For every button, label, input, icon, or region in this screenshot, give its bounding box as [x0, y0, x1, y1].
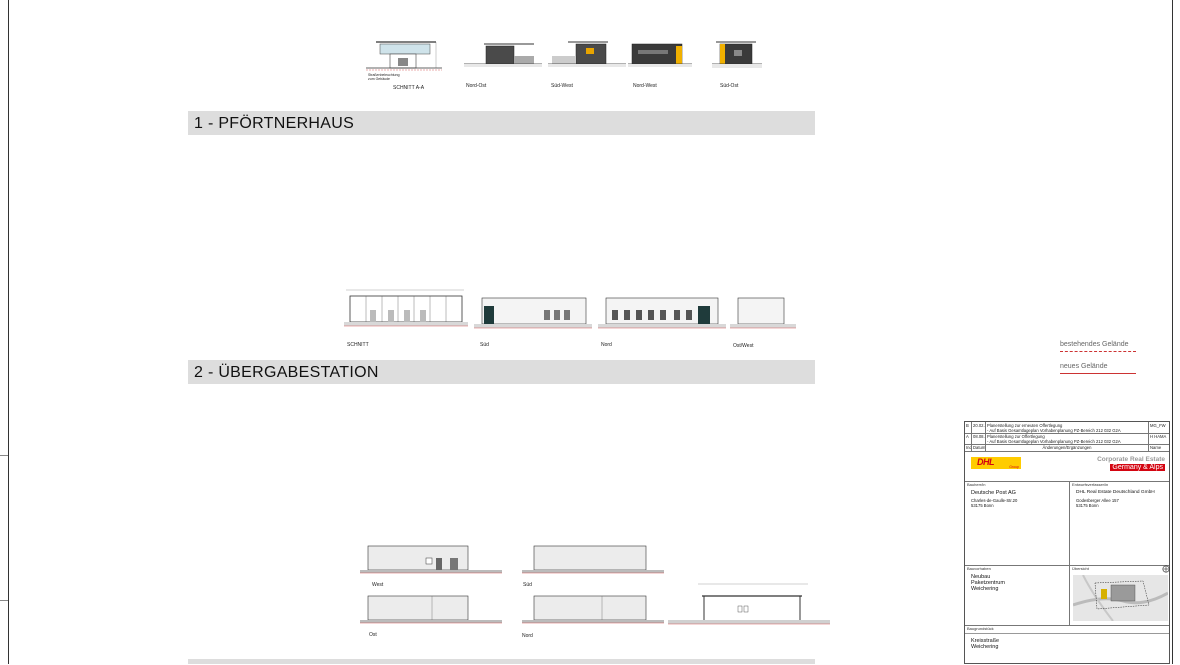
- entwurf-street: Godesberger Allee 157: [1076, 498, 1119, 503]
- view-label: Süd-Ost: [720, 83, 739, 89]
- uebersicht-label: Übersicht: [1072, 566, 1089, 571]
- dhl-logo-subtext: Group: [1009, 465, 1019, 469]
- rev-index: B: [965, 422, 972, 433]
- pfoertnerhaus-section-drawing: [366, 41, 442, 71]
- entwurf-name: DHL Real Estate Deutschland GmbH: [1076, 490, 1155, 495]
- revision-header-row: Index Datum Änderungen/Ergänzungen Name: [965, 444, 1169, 452]
- pfoertnerhaus-elevation-nordwest: [628, 43, 692, 67]
- uebergabestation-elevation-ostwest: [730, 297, 796, 329]
- building3-elevation-sued: [522, 545, 664, 574]
- view-label: Nord-Ost: [466, 83, 487, 89]
- view-label: Ost/West: [733, 343, 754, 349]
- legend-existing-line: [1060, 351, 1136, 352]
- view-label: Süd-West: [551, 83, 573, 89]
- rev-text: Planerstellung zur Offertlegung: [987, 433, 1045, 439]
- rev-date: 08.08.23: [972, 433, 986, 444]
- cre-subtitle: Germany & Alps: [1110, 464, 1165, 471]
- sheet-border-right: [1172, 0, 1173, 664]
- header-changes: Änderungen/Ergänzungen: [986, 444, 1149, 451]
- pfoertnerhaus-elevation-suedost: [712, 41, 762, 68]
- bauherr-city: 53175 Bonn: [971, 503, 994, 508]
- logo-row: DHL Group Corporate Real Estate Germany …: [965, 451, 1169, 482]
- pfoertnerhaus-elevation-nordost: [464, 43, 542, 67]
- fold-mark: [0, 455, 8, 456]
- cre-title: Corporate Real Estate: [1097, 456, 1165, 463]
- grundstueck-label: Baugrundstück: [967, 626, 994, 631]
- north-arrow-icon: [1162, 565, 1170, 573]
- view-label: West: [372, 582, 384, 588]
- rev-date: 20.02.24: [972, 422, 986, 433]
- bauherr-label: Bauherr/in: [967, 482, 986, 487]
- building3-section: [668, 583, 830, 625]
- building3-elevation-ost: [360, 595, 502, 624]
- title-block: B 20.02.24 Planerstellung zur erneuten O…: [964, 421, 1170, 664]
- rev-index: A: [965, 433, 972, 444]
- dhl-logo: DHL Group: [971, 457, 1021, 469]
- view-label: Ost: [369, 632, 377, 638]
- project-row: Bauvorhaben Neubau Paketzentrum Weicheri…: [965, 565, 1170, 626]
- section-title: 1 - PFÖRTNERHAUS: [194, 115, 355, 132]
- sheet-border-left: [8, 0, 9, 664]
- view-label: SCHNITT A-A: [393, 85, 425, 91]
- entwurf-label: Entwurfsverfasser/in: [1072, 482, 1109, 487]
- site-overview-map: [1073, 575, 1168, 621]
- header-index: Index: [966, 444, 972, 451]
- header-name: Name: [1150, 444, 1162, 450]
- plot-row: Baugrundstück Kreisstraße Weichering: [965, 625, 1169, 665]
- entwurf-city: 53175 Bonn: [1076, 503, 1099, 508]
- vorhaben-line1: Neubau: [971, 574, 991, 580]
- vorhaben-label: Bauvorhaben: [967, 566, 991, 571]
- revision-row: A 08.08.23 Planerstellung zur Offertlegu…: [965, 433, 1169, 445]
- vorhaben-line2: Paketzentrum: [971, 580, 1005, 586]
- pfoertnerhaus-elevation-suedwest: [548, 41, 626, 67]
- building3-elevation-west: [360, 545, 502, 574]
- view-label: Süd: [480, 342, 489, 348]
- vorhaben-line3: Weichering: [971, 586, 999, 592]
- rev-text-detail: - Auf Basis Gesamtlageplan Vorhabenplanu…: [987, 438, 1121, 444]
- view-label: SCHNITT: [347, 342, 369, 348]
- legend-new-terrain: neues Gelände: [1060, 363, 1108, 370]
- bauherr-name: Deutsche Post AG: [971, 490, 1016, 496]
- view-label: Nord: [601, 342, 612, 348]
- legend-existing-terrain: bestehendes Gelände: [1060, 341, 1129, 348]
- plot-divider: [965, 633, 1169, 634]
- rev-name: MG_FW: [1150, 422, 1166, 428]
- section-title: 2 - ÜBERGABESTATION: [194, 364, 379, 381]
- rev-text-detail: - Auf Basis Gesamtlageplan Vorhabenplanu…: [987, 427, 1121, 433]
- view-label: Nord: [522, 633, 533, 639]
- fold-mark: [0, 600, 8, 601]
- bauherr-street: Charles-de-Gaulle-Str.20: [971, 498, 1018, 503]
- uebergabestation-section-drawing: [344, 289, 468, 327]
- building3-elevation-nord: [522, 595, 664, 624]
- view-label: Nord-West: [633, 83, 657, 89]
- grundstueck-line1: Kreisstraße: [971, 638, 1000, 644]
- uebergabestation-elevation-nord: [598, 297, 726, 329]
- grundstueck-line2: Weichering: [971, 644, 999, 650]
- rev-name: H HAMA: [1150, 433, 1167, 439]
- parties-row: Bauherr/in Deutsche Post AG Charles-de-G…: [965, 481, 1169, 566]
- legend-new-line: [1060, 373, 1136, 374]
- annotation-text: Straßenbeleuchtung zum Gebäude: [368, 73, 400, 81]
- section-title-bar: [188, 659, 815, 664]
- revision-row: B 20.02.24 Planerstellung zur erneuten O…: [965, 422, 1169, 434]
- header-date: Datum: [973, 444, 986, 451]
- section-title-bar: 1 - PFÖRTNERHAUS: [188, 111, 815, 135]
- view-label: Süd: [523, 582, 532, 588]
- rev-text: Planerstellung zur erneuten Offertlegung: [987, 422, 1063, 428]
- dhl-logo-text: DHL: [977, 457, 995, 467]
- uebergabestation-elevation-sued: [474, 297, 592, 329]
- section-title-bar: 2 - ÜBERGABESTATION: [188, 360, 815, 384]
